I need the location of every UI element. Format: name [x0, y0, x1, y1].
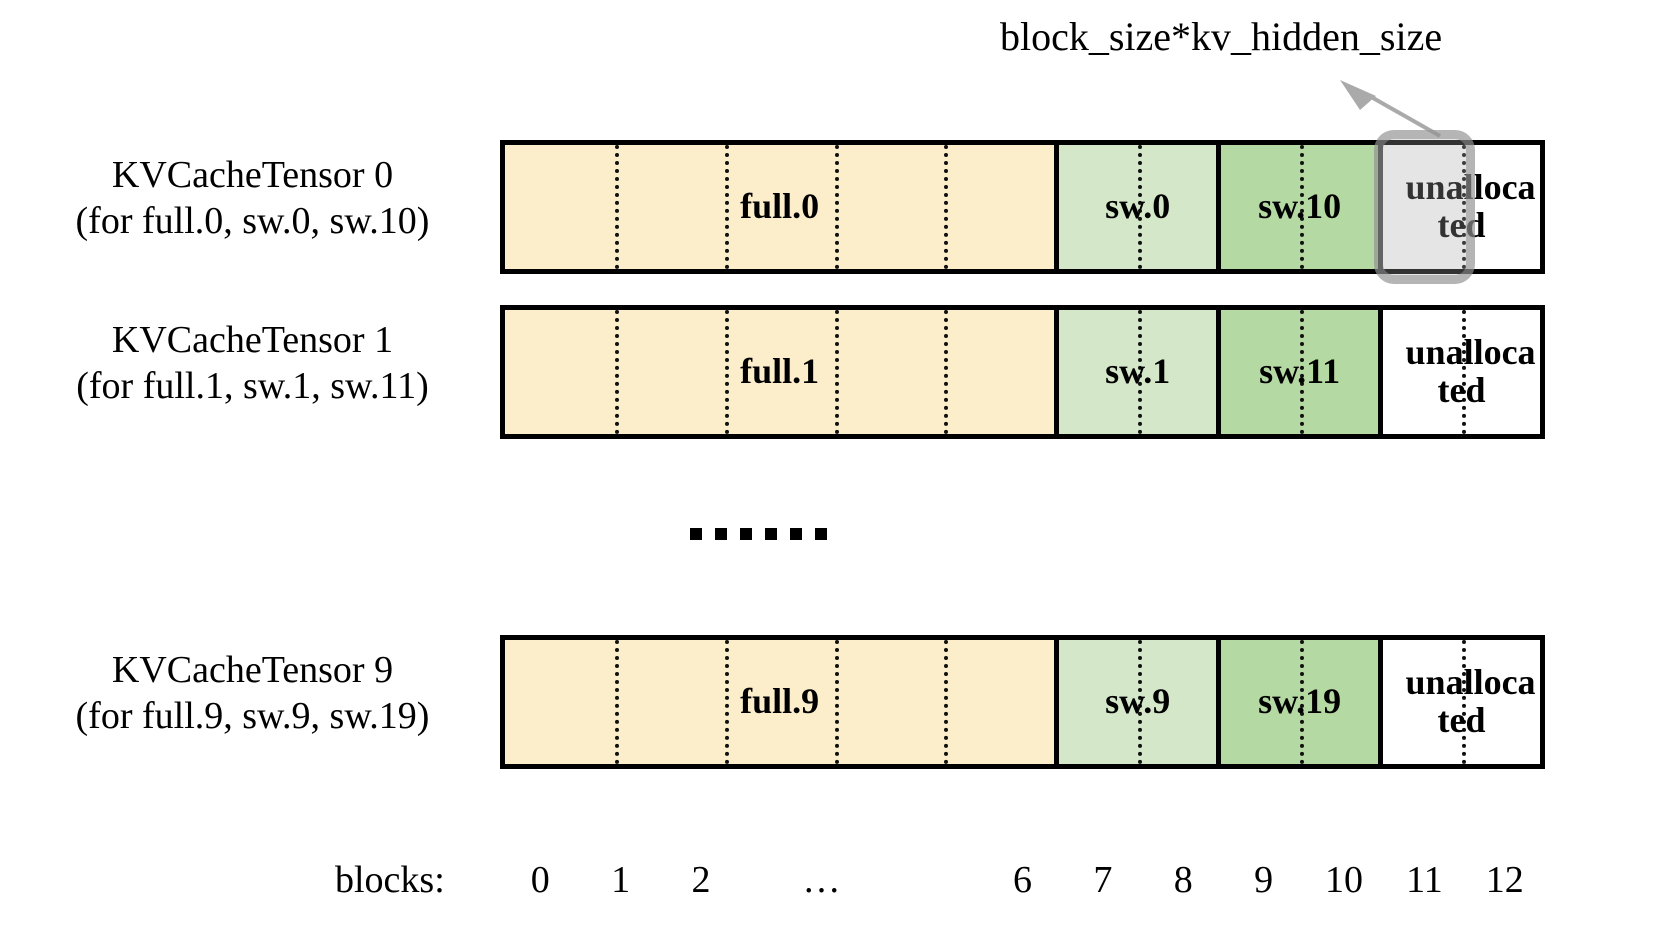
row-label-subtitle: (for full.1, sw.1, sw.11): [76, 365, 429, 408]
segment-label: full.9: [740, 681, 820, 722]
block-divider: [614, 640, 619, 764]
segment-label: full.0: [740, 186, 820, 227]
segment-sw-high[interactable]: sw.19: [1221, 640, 1384, 764]
segment-sw-low[interactable]: sw.9: [1059, 640, 1222, 764]
block-divider: [944, 640, 949, 764]
segment-unallocated[interactable]: unalloca ted: [1383, 145, 1540, 269]
row-label-title: KVCacheTensor 1: [111, 319, 394, 361]
segment-unallocated[interactable]: unalloca ted: [1383, 310, 1540, 434]
axis-tick-2: 2: [691, 859, 711, 901]
row-label-tensor-0: KVCacheTensor 0(for full.0, sw.0, sw.10): [20, 152, 485, 245]
row-label-tensor-1: KVCacheTensor 1(for full.1, sw.1, sw.11): [20, 317, 485, 410]
axis-tick-0: 0: [530, 859, 550, 901]
row-label-title: KVCacheTensor 9: [111, 649, 394, 691]
block-divider: [724, 310, 729, 434]
axis-tick-1: 1: [611, 859, 631, 901]
segment-sw-high[interactable]: sw.11: [1221, 310, 1384, 434]
segment-label: sw.0: [1105, 186, 1171, 227]
tensor-bar-tensor-0[interactable]: full.0 sw.0 sw.10 unalloca ted: [500, 140, 1545, 274]
ellipsis-dot: [815, 528, 827, 540]
block-divider: [834, 310, 839, 434]
annotation-arrow-icon: [1330, 78, 1450, 140]
tensor-bar-tensor-1[interactable]: full.1 sw.1 sw.11 unalloca ted: [500, 305, 1545, 439]
segment-label: sw.1: [1105, 351, 1171, 392]
segment-full[interactable]: full.1: [505, 310, 1060, 434]
block-divider: [834, 640, 839, 764]
segment-sw-high[interactable]: sw.10: [1221, 145, 1384, 269]
block-divider: [614, 145, 619, 269]
block-divider: [614, 310, 619, 434]
ellipsis-dot: [765, 528, 777, 540]
tensor-bar-tensor-9[interactable]: full.9 sw.9 sw.19 unalloca ted: [500, 635, 1545, 769]
axis-tick-9: 9: [1254, 859, 1274, 901]
axis-tick-10: 10: [1325, 859, 1364, 901]
ellipsis-dot: [740, 528, 752, 540]
axis-tick-6: 6: [1013, 859, 1032, 901]
segment-full[interactable]: full.0: [505, 145, 1060, 269]
segment-label: unalloca ted: [1405, 167, 1536, 245]
vertical-ellipsis: [690, 528, 827, 540]
segment-label: full.1: [740, 351, 820, 392]
segment-unallocated[interactable]: unalloca ted: [1383, 640, 1540, 764]
ellipsis-dot: [715, 528, 727, 540]
segment-label: sw.19: [1258, 681, 1342, 722]
row-label-tensor-9: KVCacheTensor 9(for full.9, sw.9, sw.19): [20, 647, 485, 740]
row-label-title: KVCacheTensor 0: [111, 154, 394, 196]
ellipsis-dot: [790, 528, 802, 540]
axis-tick-12: 12: [1485, 859, 1524, 901]
axis-tick-7: 7: [1093, 859, 1113, 901]
segment-sw-low[interactable]: sw.1: [1059, 310, 1222, 434]
block-divider: [724, 640, 729, 764]
row-label-subtitle: (for full.0, sw.0, sw.10): [75, 200, 430, 243]
segment-full[interactable]: full.9: [505, 640, 1060, 764]
block-divider: [944, 310, 949, 434]
axis-tick-11: 11: [1406, 859, 1443, 901]
block-divider: [724, 145, 729, 269]
segment-label: sw.10: [1258, 186, 1342, 227]
block-divider: [834, 145, 839, 269]
segment-label: unalloca ted: [1405, 662, 1536, 740]
axis-title: blocks:: [335, 859, 445, 901]
segment-label: sw.11: [1259, 351, 1341, 392]
axis-tick-8: 8: [1173, 859, 1193, 901]
ellipsis-dot: [690, 528, 702, 540]
segment-label: sw.9: [1105, 681, 1171, 722]
segment-label: unalloca ted: [1405, 332, 1536, 410]
annotation-label: block_size*kv_hidden_size: [1000, 14, 1443, 59]
row-label-subtitle: (for full.9, sw.9, sw.19): [75, 695, 430, 738]
segment-sw-low[interactable]: sw.0: [1059, 145, 1222, 269]
block-divider: [944, 145, 949, 269]
axis-tick-…: …: [802, 859, 841, 901]
